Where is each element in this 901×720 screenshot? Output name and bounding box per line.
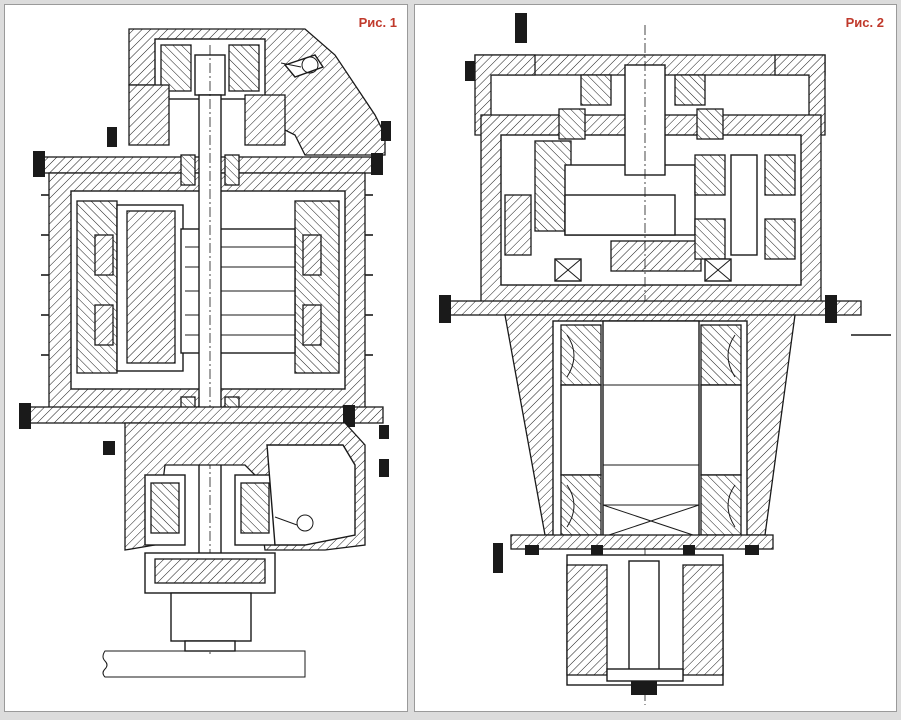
fig2-mid-flange [439, 295, 891, 336]
fig1-top-housing [128, 28, 386, 156]
fig2-lower-housing [504, 314, 796, 538]
figure-1-panel: Рис. 1 [4, 4, 408, 712]
fig2-bottom-flange [493, 534, 774, 573]
figure-2-drawing [439, 13, 891, 705]
fig1-lower-flange [19, 403, 384, 429]
fig1-output-coupling [102, 552, 306, 678]
figure-2-label: Рис. 2 [845, 15, 884, 30]
figure-1-label: Рис. 1 [358, 15, 397, 30]
fig1-bottom-housing [103, 422, 389, 551]
figure-1-drawing [19, 28, 391, 678]
figure-2-panel: Рис. 2 [414, 4, 897, 712]
fig2-output-hub [566, 554, 724, 695]
fig2-upper-gearbox [480, 25, 822, 705]
